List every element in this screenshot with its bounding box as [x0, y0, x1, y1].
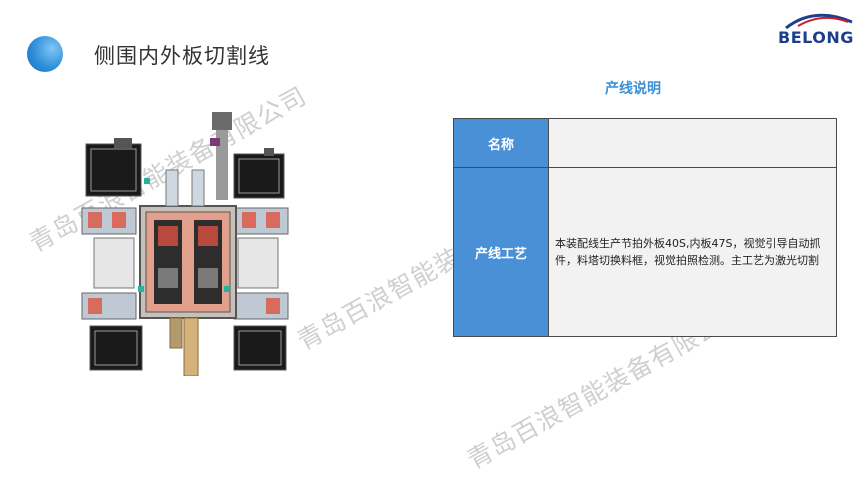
table-row: 产线工艺 本装配线生产节拍外板40S,内板47S，视觉引导自动抓件，料塔切换料框… [453, 167, 837, 337]
material-rack-bottom-left [89, 325, 143, 371]
page-title: 侧围内外板切割线 [94, 44, 270, 68]
table-value-name [548, 118, 837, 168]
logo-text: BELONG [778, 28, 854, 47]
line-info-table: 名称 产线工艺 本装配线生产节拍外板40S,内板47S，视觉引导自动抓件，料塔切… [453, 118, 837, 337]
title-marker-icon [27, 36, 63, 72]
logo-swoosh-icon [785, 13, 853, 30]
section-heading: 产线说明 [605, 81, 661, 97]
table-value-process: 本装配线生产节拍外板40S,内板47S，视觉引导自动抓件，料塔切换料框，视觉拍照… [548, 167, 837, 337]
production-line-layout-drawing [81, 112, 289, 376]
material-rack-top-left [85, 138, 142, 197]
table-key-process: 产线工艺 [453, 167, 549, 337]
material-rack-bottom-right [233, 325, 287, 371]
brand-logo: BELONG [778, 8, 856, 52]
table-row: 名称 [453, 118, 837, 168]
table-key-name: 名称 [453, 118, 549, 168]
material-rack-top-right [233, 148, 285, 199]
